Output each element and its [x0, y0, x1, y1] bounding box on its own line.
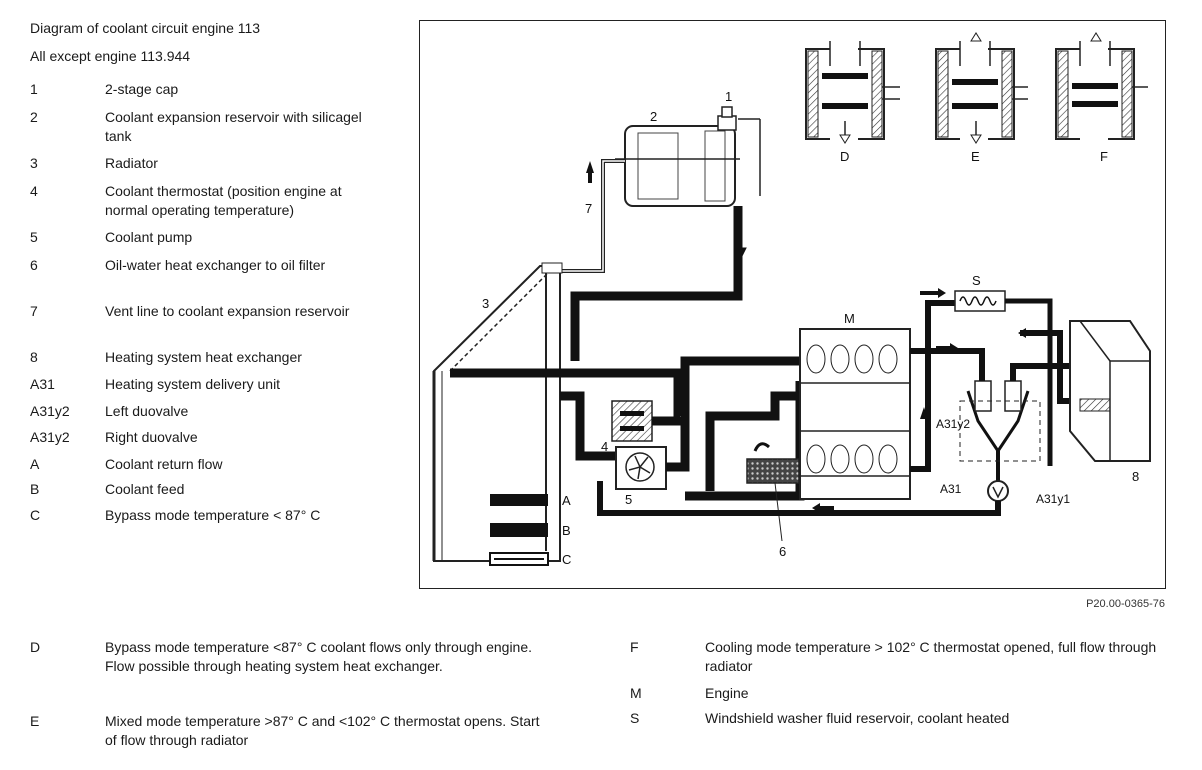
figure-reference: P20.00-0365-76 [1086, 598, 1165, 610]
diagram-svg: D E [432, 32, 1151, 567]
legend-key: A31y2 [30, 429, 70, 445]
legend-key: B [30, 481, 40, 497]
note-text: Cooling mode temperature > 102° C thermo… [705, 639, 1157, 674]
legend-text: Bypass mode temperature < 87° C [105, 507, 321, 523]
vent-line: 7 [555, 159, 625, 273]
legend-text: 2-stage cap [105, 81, 179, 97]
note-key: M [630, 685, 642, 701]
key-swatch-a [490, 494, 548, 506]
legend-text: Coolant expansion reservoir with silicag… [105, 109, 362, 144]
legend-text: Left duovalve [105, 403, 189, 419]
coolant-pump: 5 [615, 446, 667, 507]
flow-arrow [812, 503, 834, 513]
legend-text: Oil-water heat exchanger to oil filter [105, 257, 326, 273]
pipe-engine-heater [910, 348, 985, 381]
washer-fluid-reservoir: S [920, 273, 1006, 312]
label-e: E [971, 149, 980, 164]
note-text: Mixed mode temperature >87° C and <102° … [105, 713, 540, 748]
legend-text: Right duovalve [105, 429, 198, 445]
note-text: Windshield washer fluid reservoir, coola… [705, 710, 1010, 726]
thermostat-detail-d: D [805, 41, 900, 164]
label-8: 8 [1132, 469, 1139, 484]
pipe-bypass [705, 391, 800, 491]
note-key: S [630, 710, 640, 726]
note-key: E [30, 713, 40, 729]
flow-arrow [936, 343, 958, 353]
pipe-return-pump [597, 481, 1001, 516]
coolant-circuit-diagram: D E [419, 20, 1166, 589]
legend-key: C [30, 507, 41, 523]
label-2: 2 [650, 109, 657, 124]
legend-text: Coolant thermostat (position engine at n… [105, 183, 342, 218]
flow-arrow [920, 288, 946, 298]
label-a31y2: A31y2 [936, 417, 970, 431]
note-text: Bypass mode temperature <87° C coolant f… [105, 639, 533, 674]
label-s: S [972, 273, 981, 288]
flow-arrow [737, 234, 747, 258]
key-label-a: A [562, 493, 571, 508]
legend-text: Coolant return flow [105, 456, 223, 472]
thermostat-detail-f: F [1055, 32, 1148, 164]
pipe-radiator-thermostat [450, 368, 683, 421]
radiator: 3 [432, 262, 563, 562]
label-4: 4 [601, 439, 608, 454]
legend-key: 1 [30, 81, 38, 97]
legend-key: 6 [30, 257, 38, 273]
legend-text: Coolant feed [105, 481, 185, 497]
legend-title: Diagram of coolant circuit engine 113 [30, 20, 261, 36]
legend-key: 3 [30, 155, 38, 171]
legend-key: 4 [30, 183, 38, 199]
pipe-washer-valve [1005, 298, 1053, 466]
legend-text: Heating system heat exchanger [105, 349, 302, 365]
label-m: M [844, 311, 855, 326]
legend-text: Coolant pump [105, 229, 193, 245]
legend-key: 7 [30, 303, 38, 319]
legend-key: A [30, 456, 40, 472]
legend-text: Radiator [105, 155, 158, 171]
legend-key: A31y2 [30, 403, 70, 419]
note-key: D [30, 639, 41, 655]
label-7: 7 [585, 201, 592, 216]
thermostat-detail-e: E [935, 32, 1028, 164]
legend-key: 2 [30, 109, 38, 125]
pipe-reservoir-return [570, 206, 743, 361]
key-swatch-b [490, 523, 548, 537]
label-d: D [840, 149, 849, 164]
label-a31y1: A31y1 [1036, 492, 1070, 506]
diagram-key: A B C [489, 493, 571, 567]
key-label-c: C [562, 552, 571, 567]
pipe-radiator-pump [560, 391, 620, 461]
legend-text: Heating system delivery unit [105, 376, 281, 392]
expansion-reservoir: 1 2 [615, 89, 761, 207]
label-f: F [1100, 149, 1108, 164]
heating-delivery-unit: A31y2 A31y1 A31 [936, 380, 1070, 506]
legend-key: 5 [30, 229, 38, 245]
label-1: 1 [725, 89, 732, 104]
key-label-b: B [562, 523, 571, 538]
pipe-engine-washer [910, 300, 955, 472]
pipe-pump-engine [666, 356, 800, 472]
legend-key: 8 [30, 349, 38, 365]
label-5: 5 [625, 492, 632, 507]
note-text: Engine [705, 685, 749, 701]
legend-text: Vent line to coolant expansion reservoir [105, 303, 350, 319]
note-key: F [630, 639, 639, 655]
engine-block: M [799, 311, 911, 500]
legend-key: A31 [30, 376, 55, 392]
legend-subtitle: All except engine 113.944 [30, 48, 191, 64]
oil-water-heat-exchanger: 6 [746, 442, 800, 559]
label-6: 6 [779, 544, 786, 559]
label-a31: A31 [940, 482, 962, 496]
label-3: 3 [482, 296, 489, 311]
flow-arrow [920, 407, 928, 419]
heating-heat-exchanger: 8 [1069, 320, 1151, 484]
